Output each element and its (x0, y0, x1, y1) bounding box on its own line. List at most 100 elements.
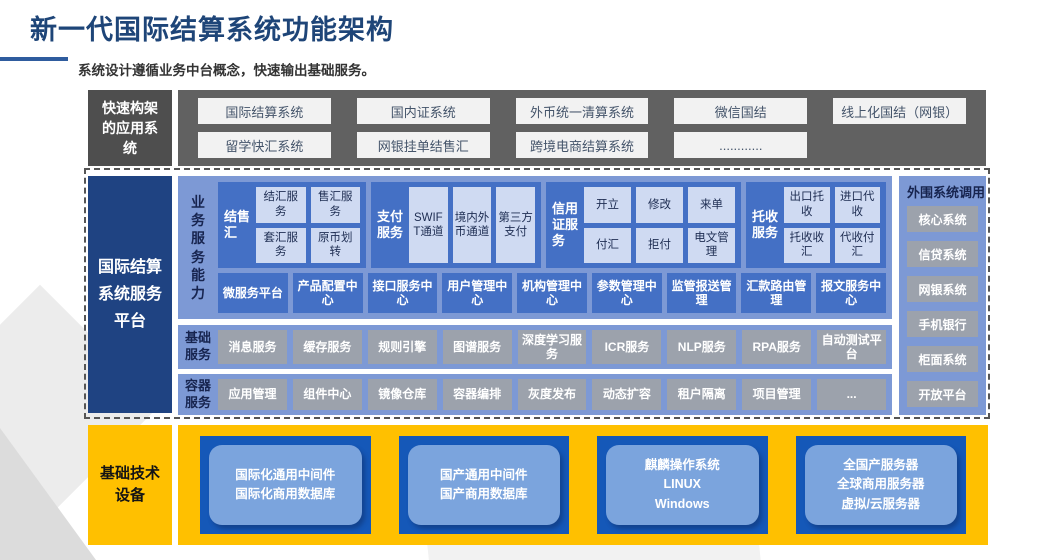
infra-unit: 国产通用中间件国产商用数据库 (398, 436, 569, 534)
container-service-box: 灰度发布 (517, 379, 587, 410)
external-systems-panel: 外围系统调用 核心系统信贷系统网银系统手机银行柜面系统开放平台 (899, 176, 986, 415)
basic-service-box: NLP服务 (667, 330, 737, 364)
service-group: 信用证服务开立修改来单付汇拒付电文管理 (546, 182, 741, 268)
basic-service-box: RPA服务 (742, 330, 812, 364)
service-sub-box: 拒付 (636, 227, 683, 263)
app-system-box: 微信国结 (674, 98, 808, 124)
service-sub-box: 代收付汇 (834, 227, 880, 263)
external-systems-label: 外围系统调用 (907, 185, 986, 200)
app-systems-panel: 国际结算系统国内证系统外币统一清算系统微信国结线上化国结（网银）留学快汇系统网银… (178, 90, 986, 166)
external-system-box: 网银系统 (907, 276, 978, 302)
external-system-box: 手机银行 (907, 311, 978, 337)
infrastructure-section-label: 基础技术设备 (88, 425, 172, 545)
platform-center-box: 参数管理中心 (591, 273, 662, 313)
service-sub-box: 电文管理 (688, 227, 735, 263)
external-system-box: 开放平台 (907, 381, 978, 407)
service-sub-box: 修改 (636, 187, 683, 223)
app-system-box: 国内证系统 (356, 98, 490, 124)
external-system-box: 柜面系统 (907, 346, 978, 372)
infra-line: 全国产服务器 (843, 457, 919, 472)
service-group-name: 结售汇 (224, 208, 251, 240)
platform-center-box: 微服务平台 (218, 273, 288, 313)
container-services-panel: 容器服务 应用管理组件中心镜像仓库容器编排灰度发布动态扩容租户隔离项目管理... (178, 374, 892, 415)
infra-unit: 全国产服务器全球商用服务器虚拟/云服务器 (795, 436, 966, 534)
basic-service-box: ICR服务 (592, 330, 662, 364)
external-systems-list: 核心系统信贷系统网银系统手机银行柜面系统开放平台 (907, 206, 978, 407)
basic-service-box: 规则引擎 (367, 330, 437, 364)
basic-service-box: 深度学习服务 (517, 330, 587, 364)
service-sub-box: 结汇服务 (256, 187, 306, 223)
platform-center-box: 产品配置中心 (292, 273, 363, 313)
container-service-box: ... (817, 379, 887, 410)
service-subgrid: 开立修改来单付汇拒付电文管理 (584, 187, 735, 263)
service-sub-box: 第三方支付 (496, 187, 535, 263)
container-service-box: 项目管理 (742, 379, 812, 410)
app-systems-section-label: 快速构架的应用系统 (88, 90, 172, 166)
platform-center-box: 接口服务中心 (367, 273, 438, 313)
basic-service-box: 图谱服务 (442, 330, 512, 364)
app-system-box: 网银挂单结售汇 (356, 132, 490, 158)
service-subgrid: SWIFT通道境内外币通道第三方支付 (409, 187, 535, 263)
app-system-box: 外币统一清算系统 (515, 98, 649, 124)
service-group: 托收服务出口托收进口代收托收收汇代收付汇 (746, 182, 886, 268)
infra-line: LINUX (663, 477, 702, 492)
infra-line: 国产通用中间件 (439, 467, 528, 482)
service-sub-box: 境内外币通道 (452, 187, 492, 263)
app-system-box: ............ (674, 132, 808, 158)
infra-line: 麒麟操作系统 (644, 457, 720, 472)
service-group: 结售汇结汇服务售汇服务套汇服务原币划转 (218, 182, 366, 268)
service-sub-box: 售汇服务 (310, 187, 360, 223)
infra-line: 国际化商用数据库 (235, 487, 336, 501)
basic-services-label: 基础服务 (185, 330, 212, 362)
page-title: 新一代国际结算系统功能架构 (30, 15, 394, 45)
service-group-name: 支付服务 (377, 208, 404, 240)
platform-dashed-border (84, 168, 990, 419)
platform-center-box: 监管报送管理 (666, 273, 737, 313)
service-group-name: 托收服务 (752, 208, 779, 240)
infra-unit-inner: 全国产服务器全球商用服务器虚拟/云服务器 (804, 445, 957, 525)
platform-section-label: 国际结算系统服务平台 (88, 176, 172, 413)
external-system-box: 信贷系统 (907, 241, 978, 267)
infra-line: 虚拟/云服务器 (841, 496, 920, 511)
business-capability-label: 业务服务能力 (191, 193, 205, 301)
container-service-box: 组件中心 (292, 379, 362, 410)
container-services-row: 应用管理组件中心镜像仓库容器编排灰度发布动态扩容租户隔离项目管理... (218, 374, 892, 415)
platform-center-box: 机构管理中心 (517, 273, 587, 313)
app-systems-grid: 国际结算系统国内证系统外币统一清算系统微信国结线上化国结（网银）留学快汇系统网银… (198, 98, 966, 158)
infra-line: 全球商用服务器 (836, 477, 925, 492)
container-service-box: 容器编排 (442, 379, 512, 410)
container-service-box: 镜像仓库 (367, 379, 437, 410)
service-sub-box: 出口托收 (784, 187, 830, 223)
infra-line: Windows (654, 496, 710, 511)
infra-unit-inner: 国际化通用中间件国际化商用数据库 (209, 445, 362, 525)
service-sub-box: 原币划转 (310, 227, 360, 263)
infra-unit-inner: 国产通用中间件国产商用数据库 (407, 445, 560, 525)
app-system-box: 跨境电商结算系统 (515, 132, 649, 158)
service-sub-box: SWIFT通道 (409, 187, 448, 263)
container-service-box: 租户隔离 (667, 379, 737, 410)
page-subtitle: 系统设计遵循业务中台概念，快速输出基础服务。 (78, 63, 375, 78)
infra-unit: 麒麟操作系统 LINUX Windows (597, 436, 768, 534)
basic-service-box: 自动测试平台 (817, 330, 887, 364)
platform-center-box: 汇款路由管理 (741, 273, 812, 313)
service-sub-box: 托收收汇 (784, 227, 830, 263)
title-underline (0, 57, 68, 61)
platform-centers-row: 微服务平台产品配置中心接口服务中心用户管理中心机构管理中心参数管理中心监管报送管… (218, 273, 887, 313)
service-sub-box: 开立 (584, 187, 631, 223)
external-system-box: 核心系统 (907, 206, 978, 232)
service-sub-box: 付汇 (584, 227, 631, 263)
app-system-box: 国际结算系统 (198, 98, 331, 124)
basic-service-box: 消息服务 (218, 330, 287, 364)
service-group-name: 信用证服务 (552, 200, 579, 249)
app-system-box: 留学快汇系统 (198, 132, 331, 158)
infra-line: 国际化通用中间件 (235, 467, 336, 482)
platform-center-box: 用户管理中心 (442, 273, 513, 313)
